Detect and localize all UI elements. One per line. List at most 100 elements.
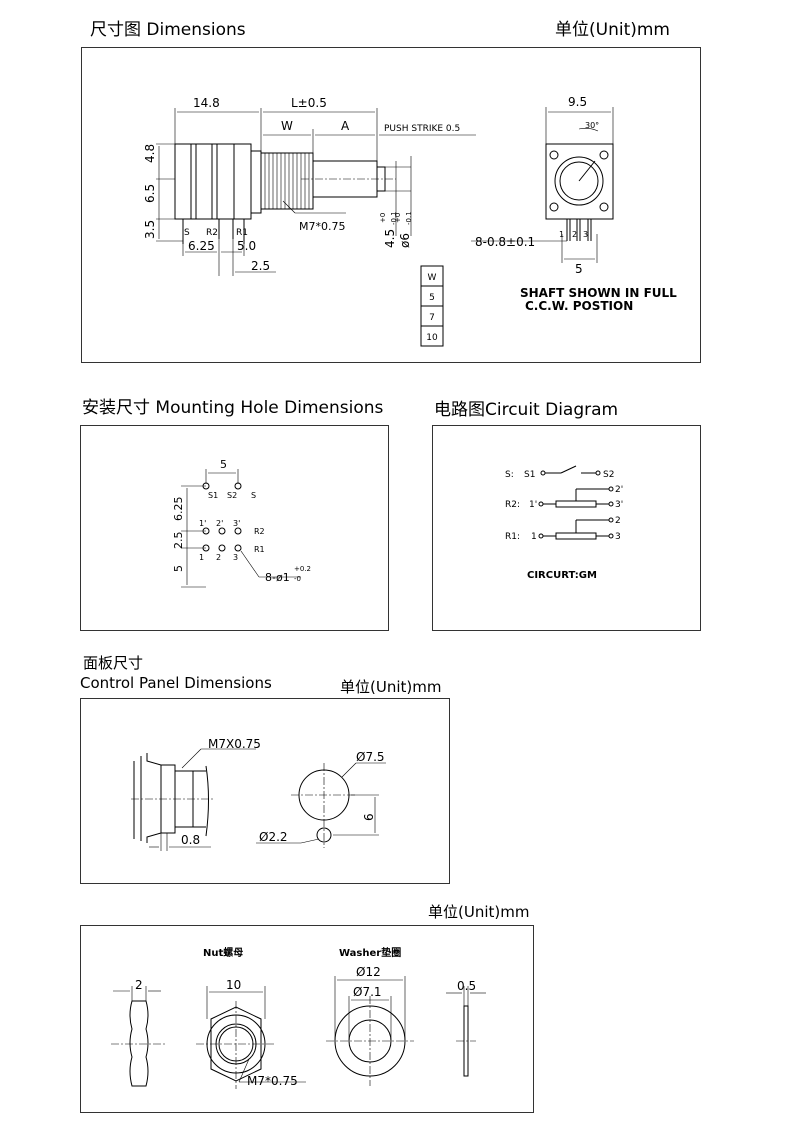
mount-label-2p: 2' [216,519,223,528]
nut-title: Nut螺母 [203,946,243,959]
nut-thread-label: M7*0.75 [247,1074,298,1088]
dim-A: A [341,119,350,133]
circuit-row-r2: R2: [505,500,520,510]
washer-dim-od: Ø12 [356,965,381,979]
pin-r2-label: R2 [206,228,218,238]
panel-unit: 单位(Unit)mm [340,678,442,696]
nut-dim-thickness: 2 [135,978,143,992]
circuit-r2-2: 2' [615,485,623,495]
panel-side-view [131,753,213,843]
mount-dim-2-5: 2.5 [172,532,185,550]
dim-4-5-tol-up: +0 [379,213,387,223]
circuit-r2-3: 3' [615,500,623,510]
dim-14-8: 14.8 [193,96,220,110]
dim-phi6-tol-up: +0 [394,213,402,223]
dim-5-front: 5 [575,262,583,276]
circuit-r1-1: 1 [531,532,537,542]
mount-holes-tol-up: +0.2 [294,565,311,573]
panel-dim-6: 6 [362,813,376,821]
dim-phi6: ø6 [398,233,412,248]
circuit-s1: S1 [524,470,535,480]
washer-dim-thickness: 0.5 [457,979,476,993]
pin-s-label: S [184,228,190,238]
shaft-note-line1: SHAFT SHOWN IN FULL [520,286,677,300]
pins-8-label: 8-0.8±0.1 [475,235,535,249]
washer-front-view [326,996,414,1086]
mount-label-3: 3 [233,553,238,562]
circuit-r1-3: 3 [615,532,621,542]
circuit-note: CIRCURT:GM [527,570,597,581]
dim-5-0: 5.0 [237,239,256,253]
dim-9-5: 9.5 [568,95,587,109]
dim-6-5: 6.5 [143,184,157,203]
w-table-header: W [428,273,437,283]
mount-label-r1: R1 [254,545,265,554]
hardware-drawing: Nut螺母 Washer垫圈 2 10 M7*0.75 Ø12 Ø7.1 [111,946,486,1089]
panel-dim-phi7-5: Ø7.5 [356,750,385,764]
pot-body-side-view [174,143,396,244]
w-table-cell: 5 [429,293,435,303]
resistor-r2-symbol [538,486,614,508]
pin-r1-label: R1 [236,228,248,238]
mount-label-s2: S2 [227,491,237,500]
dimensions-title: 尺寸图 Dimensions [90,20,246,40]
w-table: W 5 7 10 [420,265,444,347]
circuit-title: 电路图Circuit Diagram [434,400,619,420]
mount-dim-6-25: 6.25 [172,497,185,522]
panel-title-en: Control Panel Dimensions [80,674,272,692]
nut-front-view [196,1001,276,1089]
resistor-r1-symbol [538,517,614,540]
dim-4-8: 4.8 [143,144,157,163]
dim-3-5: 3.5 [143,220,157,239]
dim-W: W [281,119,293,133]
dim-4-5: 4.5 [383,229,397,248]
circuit-r1-2: 2 [615,516,621,526]
circuit-drawing: S: S1 S2 R2: 1' 2' 3' R1: 1 2 3 CIRCURT:… [505,465,623,581]
panel-thread-label: M7X0.75 [208,737,261,751]
mount-label-1: 1 [199,553,204,562]
switch-symbol [540,465,601,476]
hardware-unit: 单位(Unit)mm [428,903,530,921]
w-table-cell: 10 [426,333,438,343]
dimensions-panel: 14.8 L±0.5 W A PUSH STRIKE 0.5 4.8 6.5 3… [81,47,701,363]
pot-front-view [545,143,614,241]
dim-phi6-tol-dn: -0.1 [405,211,413,225]
mount-holes-tol-dn: -0 [294,575,301,583]
dim-L: L±0.5 [291,96,327,110]
circuit-panel: S: S1 S2 R2: 1' 2' 3' R1: 1 2 3 CIRCURT:… [432,425,701,631]
hardware-panel: Nut螺母 Washer垫圈 2 10 M7*0.75 Ø12 Ø7.1 [80,925,534,1113]
mount-label-1p: 1' [199,519,206,528]
mount-holes [202,482,242,552]
panel-dim-0-8: 0.8 [181,833,200,847]
mounting-panel: 5 6.25 2.5 5 S1 S2 S 1' 2' 3' R2 1 2 3 R… [80,425,389,631]
circuit-r2-1: 1' [529,500,537,510]
dimensions-drawing: 14.8 L±0.5 W A PUSH STRIKE 0.5 4.8 6.5 3… [143,95,677,347]
circuit-s2: S2 [603,470,614,480]
mount-label-r2: R2 [254,527,265,536]
thread-label: M7*0.75 [299,220,345,233]
panel-dim-phi2-2: Ø2.2 [259,830,288,844]
circuit-row-s: S: [505,470,514,480]
shaft-note-line2: C.C.W. POSTION [525,299,633,313]
mount-dim-5: 5 [220,458,227,471]
mount-label-s1: S1 [208,491,218,500]
panel-title-cn: 面板尺寸 [83,654,144,672]
nut-side-view [129,1000,149,1087]
washer-dim-id: Ø7.1 [353,985,382,999]
mounting-title: 安装尺寸 Mounting Hole Dimensions [82,398,384,418]
front-pin-2: 2 [572,230,577,239]
push-strike-label: PUSH STRIKE 0.5 [384,124,460,134]
dim-2-5: 2.5 [251,259,270,273]
panel-panel: M7X0.75 0.8 Ø7.5 6 Ø2.2 [80,698,450,884]
panel-hole-view [291,763,357,848]
dimensions-unit: 单位(Unit)mm [555,20,670,40]
mount-label-s: S [251,491,256,500]
mount-label-2: 2 [216,553,221,562]
nut-dim-width: 10 [226,978,241,992]
w-table-cell: 7 [429,313,435,323]
dim-6-25: 6.25 [188,239,215,253]
washer-title: Washer垫圈 [339,946,401,959]
front-pin-3: 3 [583,230,588,239]
washer-side-view [456,1005,476,1077]
mounting-drawing: 5 6.25 2.5 5 S1 S2 S 1' 2' 3' R2 1 2 3 R… [172,458,311,588]
